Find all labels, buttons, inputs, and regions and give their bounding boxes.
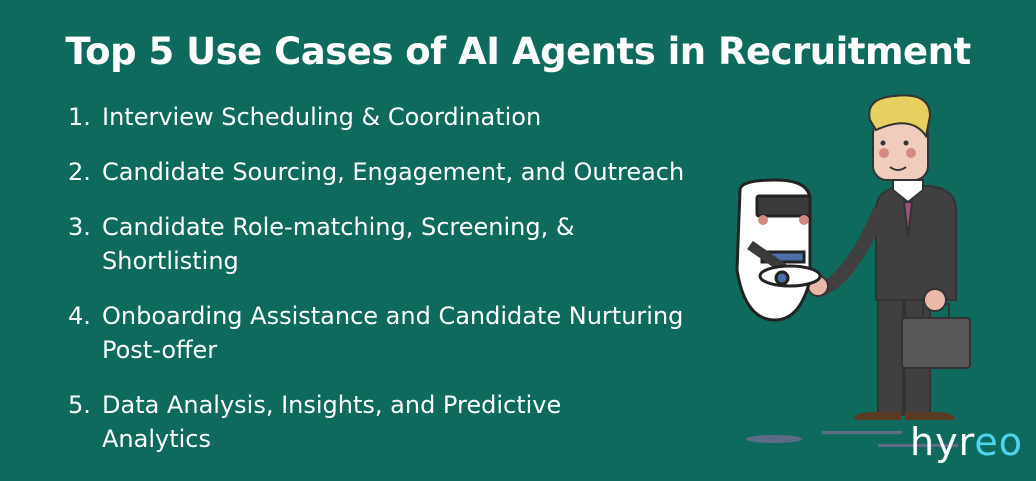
item-text: Data Analysis, Insights, and Predictive …: [102, 391, 562, 453]
hyreo-logo: hyreo: [910, 420, 1023, 464]
list-item: 1. Interview Scheduling & Coordination: [68, 100, 758, 134]
list-item: 3. Candidate Role-matching, Screening, & …: [68, 210, 658, 278]
businessman-icon: [807, 94, 971, 420]
use-case-list: 1. Interview Scheduling & Coordination 2.…: [68, 100, 758, 477]
item-text: Interview Scheduling & Coordination: [102, 103, 542, 131]
logo-text: hyr: [910, 420, 975, 464]
robot-handshake-illustration: [735, 94, 971, 447]
item-text: Candidate Role-matching, Screening, & Sh…: [102, 213, 575, 275]
item-number: 1.: [68, 103, 91, 131]
robot-icon: [735, 178, 822, 322]
ground-shadows-icon: [746, 431, 958, 447]
page-title: Top 5 Use Cases of AI Agents in Recruitm…: [65, 30, 971, 73]
item-number: 5.: [68, 391, 91, 419]
list-item: 4. Onboarding Assistance and Candidate Nu…: [68, 299, 748, 367]
item-text: Candidate Sourcing, Engagement, and Outr…: [102, 158, 685, 186]
list-item: 5. Data Analysis, Insights, and Predictiv…: [68, 388, 628, 456]
item-number: 3.: [68, 213, 91, 241]
item-text: Onboarding Assistance and Candidate Nurt…: [102, 302, 684, 364]
logo-accent-text: eo: [974, 420, 1024, 464]
item-number: 2.: [68, 158, 91, 186]
list-item: 2. Candidate Sourcing, Engagement, and Ou…: [68, 155, 758, 189]
item-number: 4.: [68, 302, 91, 330]
